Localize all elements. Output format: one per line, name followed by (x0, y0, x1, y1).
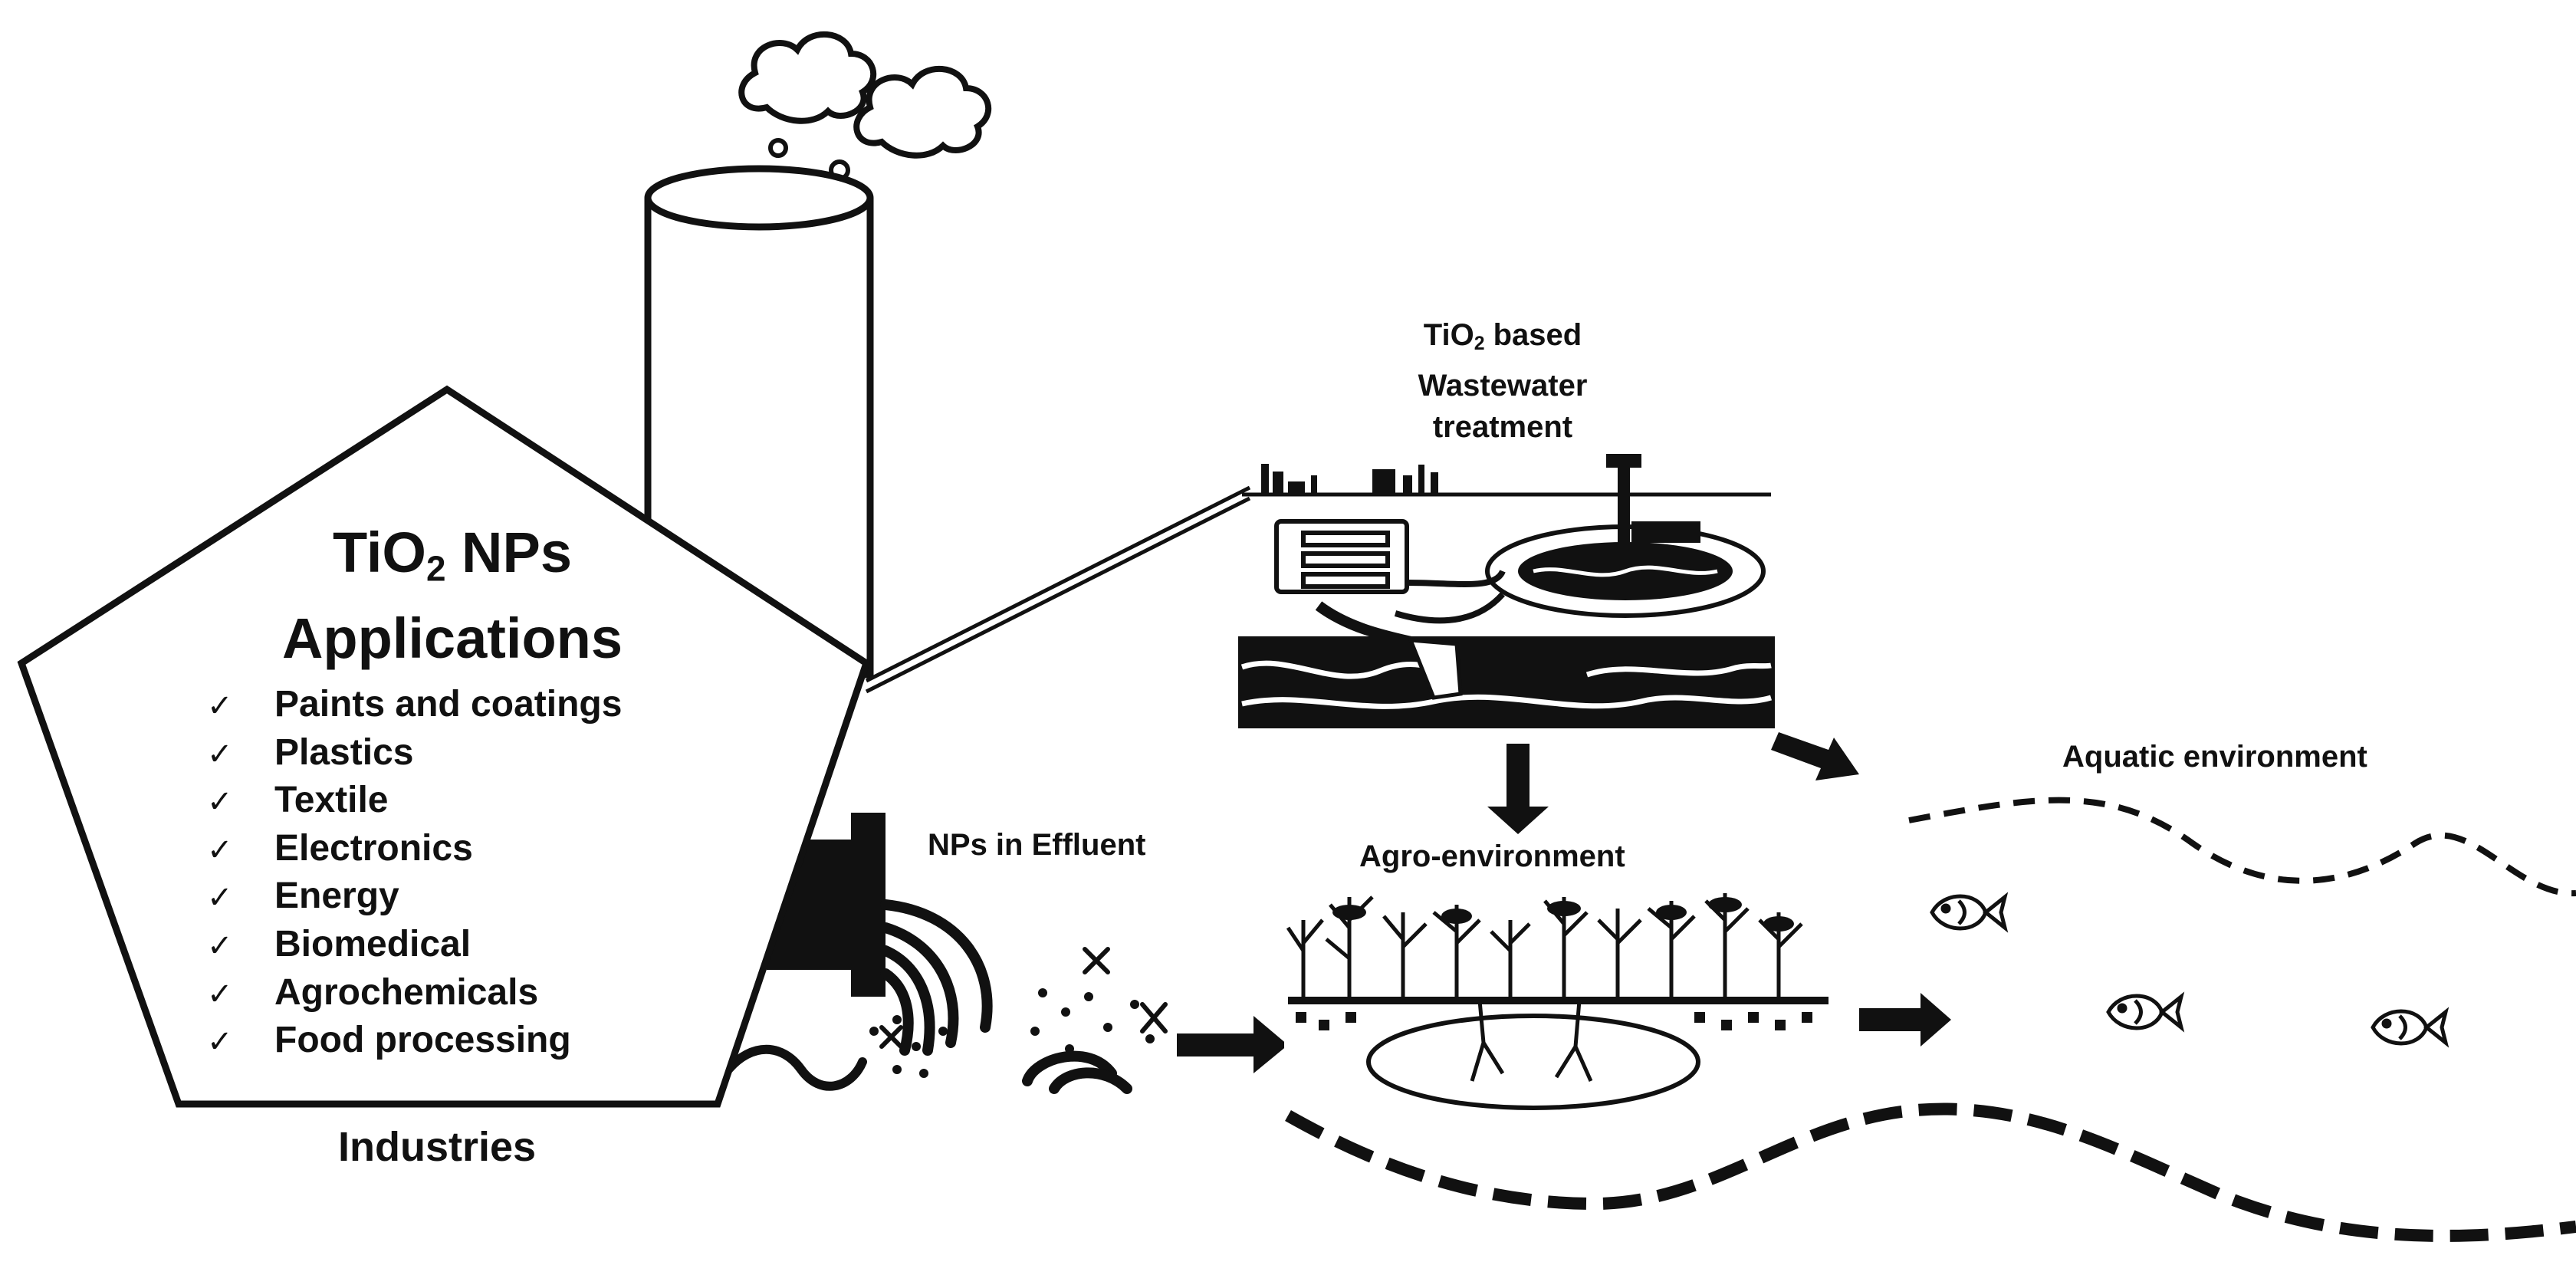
list-item: ✓Electronics (207, 825, 622, 873)
list-item: ✓Paints and coatings (207, 681, 622, 729)
check-icon: ✓ (207, 784, 233, 820)
aquatic-environment-label: Aquatic environment (2062, 740, 2367, 774)
check-icon: ✓ (207, 976, 233, 1012)
wastewater-label-line1: TiO2 based (1423, 318, 1582, 355)
arrow-icon (1177, 732, 1951, 1073)
check-icon: ✓ (207, 736, 233, 772)
fish-icon (1930, 892, 2450, 1048)
check-icon: ✓ (207, 880, 233, 916)
list-item: ✓Agrochemicals (207, 969, 622, 1017)
crops-icon (1284, 889, 1832, 1112)
check-icon: ✓ (207, 928, 233, 964)
applications-pentagon (17, 385, 871, 1108)
connector-line (865, 485, 1251, 694)
effluent-streams (880, 899, 1132, 1094)
treatment-plant-icon (1238, 454, 1775, 728)
list-item: ✓Biomedical (207, 921, 622, 969)
wastewater-label: TiO2 based Wastewater treatment (1372, 314, 1633, 448)
smoke-cloud-icon (738, 31, 992, 159)
check-icon: ✓ (207, 832, 233, 868)
check-icon: ✓ (207, 1024, 233, 1060)
particles (869, 988, 1155, 1078)
list-item: ✓Textile (207, 777, 622, 825)
applications-list: ✓Paints and coatings ✓Plastics ✓Textile … (207, 681, 622, 1065)
list-item: ✓Energy (207, 872, 622, 921)
check-icon: ✓ (207, 688, 233, 724)
ground-waves (724, 1044, 867, 1091)
agro-environment-label: Agro-environment (1359, 840, 1625, 873)
wastewater-label-line3: treatment (1432, 410, 1573, 445)
applications-title-line1: TiO2 NPs (332, 521, 572, 589)
particle-crosses (879, 947, 1168, 1049)
wastewater-label-line2: Wastewater (1418, 369, 1588, 403)
industries-label: Industries (338, 1124, 537, 1170)
effluent-label: NPs in Effluent (928, 828, 1146, 862)
applications-title-line2: Applications (281, 606, 623, 671)
aquatic-waves (1285, 797, 2576, 1242)
list-item: ✓Food processing (207, 1017, 622, 1065)
list-item: ✓Plastics (207, 729, 622, 777)
applications-title: TiO2 NPs Applications (230, 518, 675, 674)
